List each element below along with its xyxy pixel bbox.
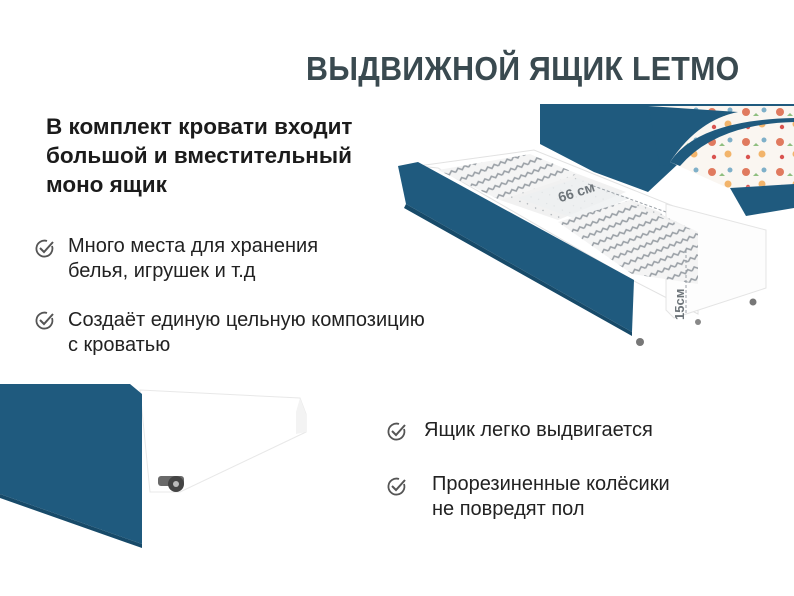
intro-line: В комплект кровати входит	[46, 114, 353, 139]
check-circle-icon	[387, 422, 406, 441]
feature-line: не повредят пол	[432, 498, 585, 520]
check-circle-icon	[35, 239, 54, 258]
drawer-illustration	[398, 104, 794, 346]
feature-line: Много места для хранения	[68, 235, 319, 257]
check-circle-icon	[35, 311, 54, 330]
intro-line: большой и вместительный	[46, 143, 352, 168]
feature-storage: Много места для хранения белья, игрушек …	[68, 234, 318, 284]
feature-line: Прорезиненные колёсики	[432, 473, 670, 495]
feature-composition: Создаёт единую цельную композицию с кров…	[68, 308, 425, 358]
feature-line: с кроватью	[68, 334, 171, 356]
intro-line: моно ящик	[46, 172, 167, 197]
feature-line: Создаёт единую цельную композицию	[68, 309, 425, 331]
feature-wheels: Прорезиненные колёсики не повредят пол	[432, 472, 670, 522]
check-circle-icon	[387, 477, 406, 496]
feature-line: белья, игрушек и т.д	[68, 260, 256, 282]
height-dimension-label: 15см	[672, 288, 687, 320]
page-title: ВЫДВИЖНОЙ ЯЩИК LETMO	[306, 50, 740, 87]
feature-line: Ящик легко выдвигается	[424, 419, 653, 441]
intro-text: В комплект кровати входит большой и вмес…	[46, 112, 352, 199]
feature-slides: Ящик легко выдвигается	[424, 418, 653, 443]
wheel-closeup-illustration	[0, 384, 307, 548]
